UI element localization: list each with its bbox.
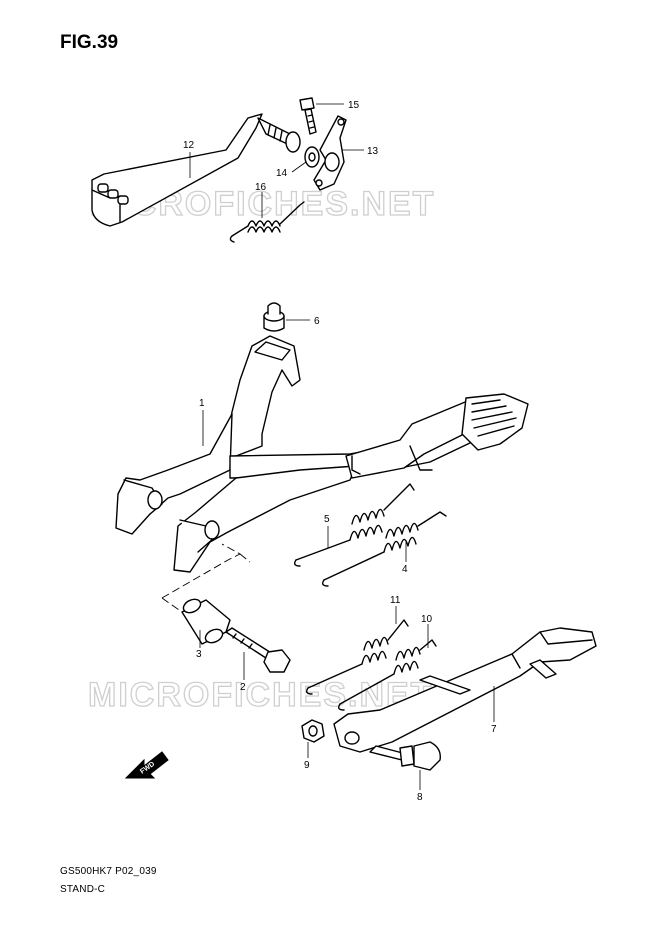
spring-part-16[interactable] <box>229 201 305 243</box>
collar-part-3[interactable] <box>181 597 231 645</box>
callout-4: 4 <box>402 564 408 575</box>
callout-16: 16 <box>255 182 267 193</box>
pedal-shaft-end <box>285 131 301 153</box>
pedal-hole <box>117 195 129 205</box>
cap-part-6[interactable] <box>263 302 285 332</box>
callout-1: 1 <box>199 398 205 409</box>
side-stand-part-7[interactable] <box>333 627 597 753</box>
figure-title: FIG.39 <box>60 32 119 53</box>
callout-9: 9 <box>304 760 310 771</box>
callout-11: 11 <box>390 595 401 606</box>
watermark-bottom: MICROFICHES.NET <box>88 676 433 714</box>
assembly-guide-lines <box>161 543 251 613</box>
callout-7: 7 <box>491 724 497 735</box>
callout-8: 8 <box>417 792 423 803</box>
fwd-arrow-icon: FWD <box>124 751 169 779</box>
bolt-part-2[interactable] <box>225 627 291 673</box>
callout-5: 5 <box>324 514 330 525</box>
pedal-hole <box>97 183 109 193</box>
callout-13: 13 <box>367 146 379 157</box>
callout-3: 3 <box>196 649 202 660</box>
spring-part-4[interactable] <box>321 511 447 587</box>
callout-6: 6 <box>314 316 320 327</box>
callout-10: 10 <box>421 614 433 625</box>
figure-name: STAND-C <box>60 884 106 895</box>
spring-part-11[interactable] <box>305 619 409 695</box>
lever-part-13[interactable] <box>313 115 347 191</box>
callout-2: 2 <box>240 682 246 693</box>
figure-code: GS500HK7 P02_039 <box>60 866 157 877</box>
nut-part-9[interactable] <box>301 719 325 743</box>
pedal-hole <box>107 189 119 199</box>
callout-15: 15 <box>348 100 360 111</box>
callout-12: 12 <box>183 140 195 151</box>
spring-part-5[interactable] <box>293 483 415 567</box>
spring-part-10[interactable] <box>337 639 437 711</box>
center-stand-part-1[interactable] <box>115 335 529 573</box>
bolt-part-15[interactable] <box>299 97 317 135</box>
pivot-bolt-part-8[interactable] <box>369 741 441 771</box>
brake-pedal-part-12[interactable] <box>91 113 301 227</box>
callout-14: 14 <box>276 168 288 179</box>
